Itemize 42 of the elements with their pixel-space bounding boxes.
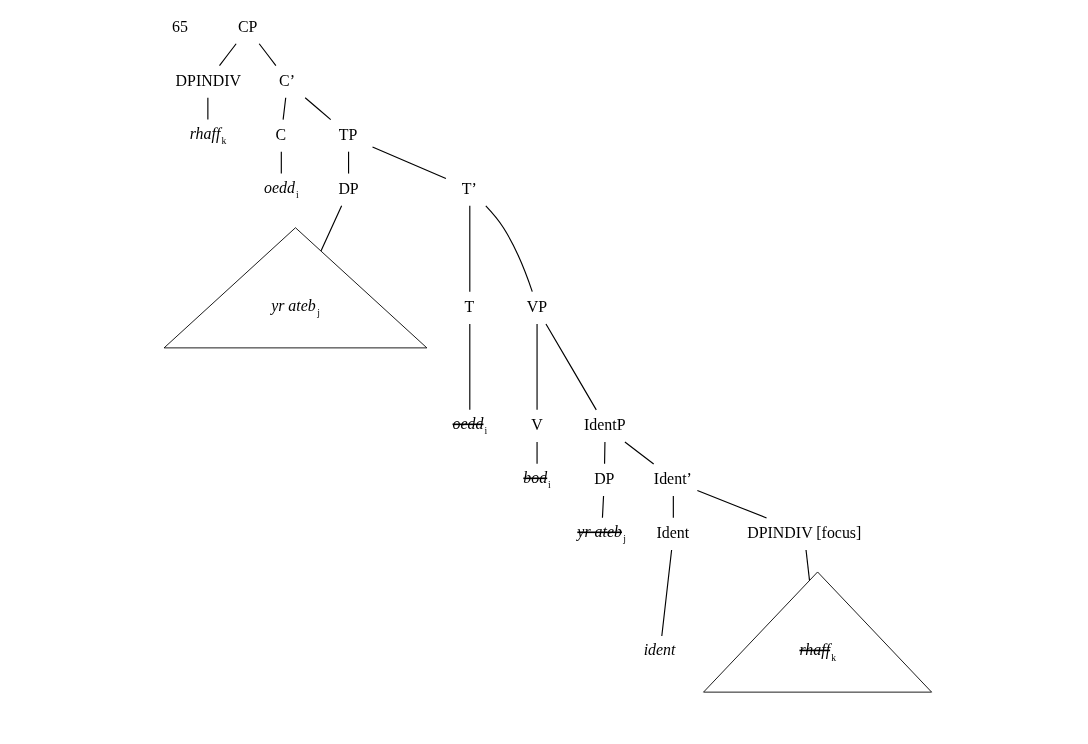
connector [805, 549, 811, 581]
node-text: T [464, 297, 475, 315]
node-text: DPINDIV [175, 71, 241, 89]
connector [696, 489, 768, 519]
connector [601, 495, 605, 519]
connector [280, 151, 282, 175]
connector [624, 441, 655, 465]
connector [304, 97, 332, 121]
node-text: rhaff$_{k}$ [189, 124, 227, 147]
node-text: VP [526, 297, 548, 315]
label: 65 [172, 17, 188, 35]
node-text: IdentP [583, 415, 626, 433]
node-text: C [275, 125, 287, 143]
node-text: T’ [461, 179, 477, 197]
node-text: DPINDIV [focus] [747, 523, 862, 541]
connector [371, 146, 447, 180]
connector [218, 43, 237, 67]
connector [348, 151, 350, 175]
node-text: DP [594, 469, 615, 487]
node-text: ident [643, 641, 676, 659]
node-text: bod$_{i}$ [523, 468, 551, 491]
connector [672, 495, 674, 519]
node-text: DP [338, 179, 359, 197]
connector [207, 97, 209, 121]
connector [661, 549, 673, 637]
node-text: CP [237, 17, 258, 35]
node-text: Ident’ [653, 469, 692, 487]
connector [258, 43, 277, 67]
node-text: TP [338, 125, 358, 143]
node-text: V [531, 415, 543, 433]
connector [469, 205, 471, 293]
connector [485, 205, 533, 293]
node-text: C’ [279, 71, 296, 89]
node-text: oedd$_{i}$ [264, 178, 299, 201]
connector [604, 441, 606, 465]
node-text: Ident [656, 523, 690, 541]
node-text: yr ateb$_{j}$ [577, 522, 627, 545]
connector [545, 323, 597, 411]
connector [469, 323, 471, 411]
connector [282, 97, 287, 121]
connector [320, 205, 343, 252]
node-text: oedd$_{i}$ [452, 414, 488, 437]
